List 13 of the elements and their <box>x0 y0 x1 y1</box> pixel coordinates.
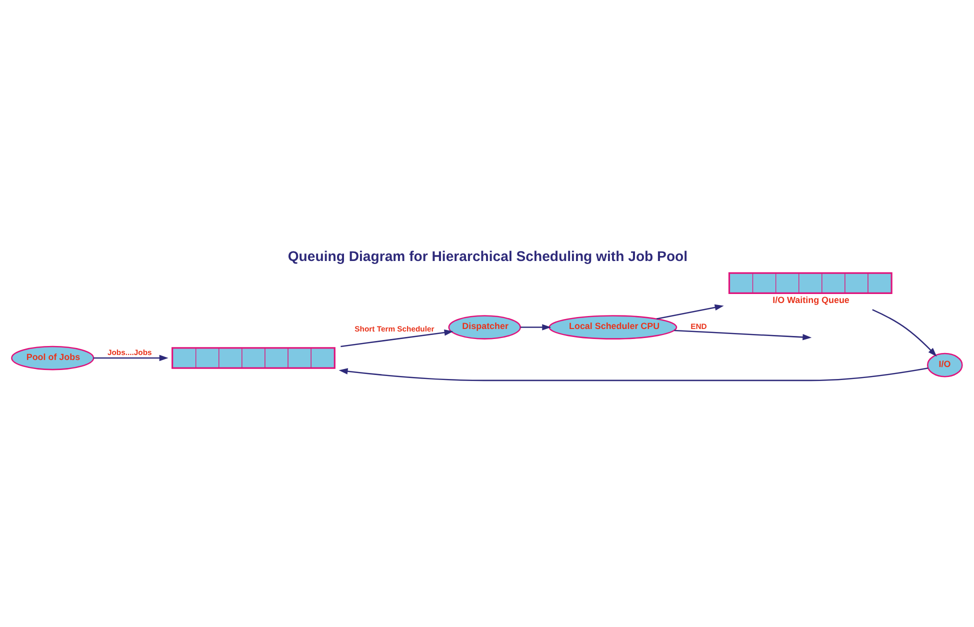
node-label: I/O Waiting Queue <box>772 294 850 305</box>
node-ellipse: Dispatcher <box>448 314 521 339</box>
arrow <box>93 354 168 361</box>
arrow <box>674 329 812 340</box>
node-ellipse: I/O <box>926 352 963 377</box>
arrow <box>872 308 937 356</box>
node-ellipse: Pool of Jobs <box>11 345 94 370</box>
arrow <box>520 324 552 330</box>
node-ellipse: Local Scheduler CPU <box>548 314 678 339</box>
arrow <box>656 304 724 319</box>
arrow <box>338 367 928 381</box>
diagram-title: Queuing Diagram for Hierarchical Scheduling with Job Pool <box>288 247 688 264</box>
arrow <box>340 328 454 347</box>
